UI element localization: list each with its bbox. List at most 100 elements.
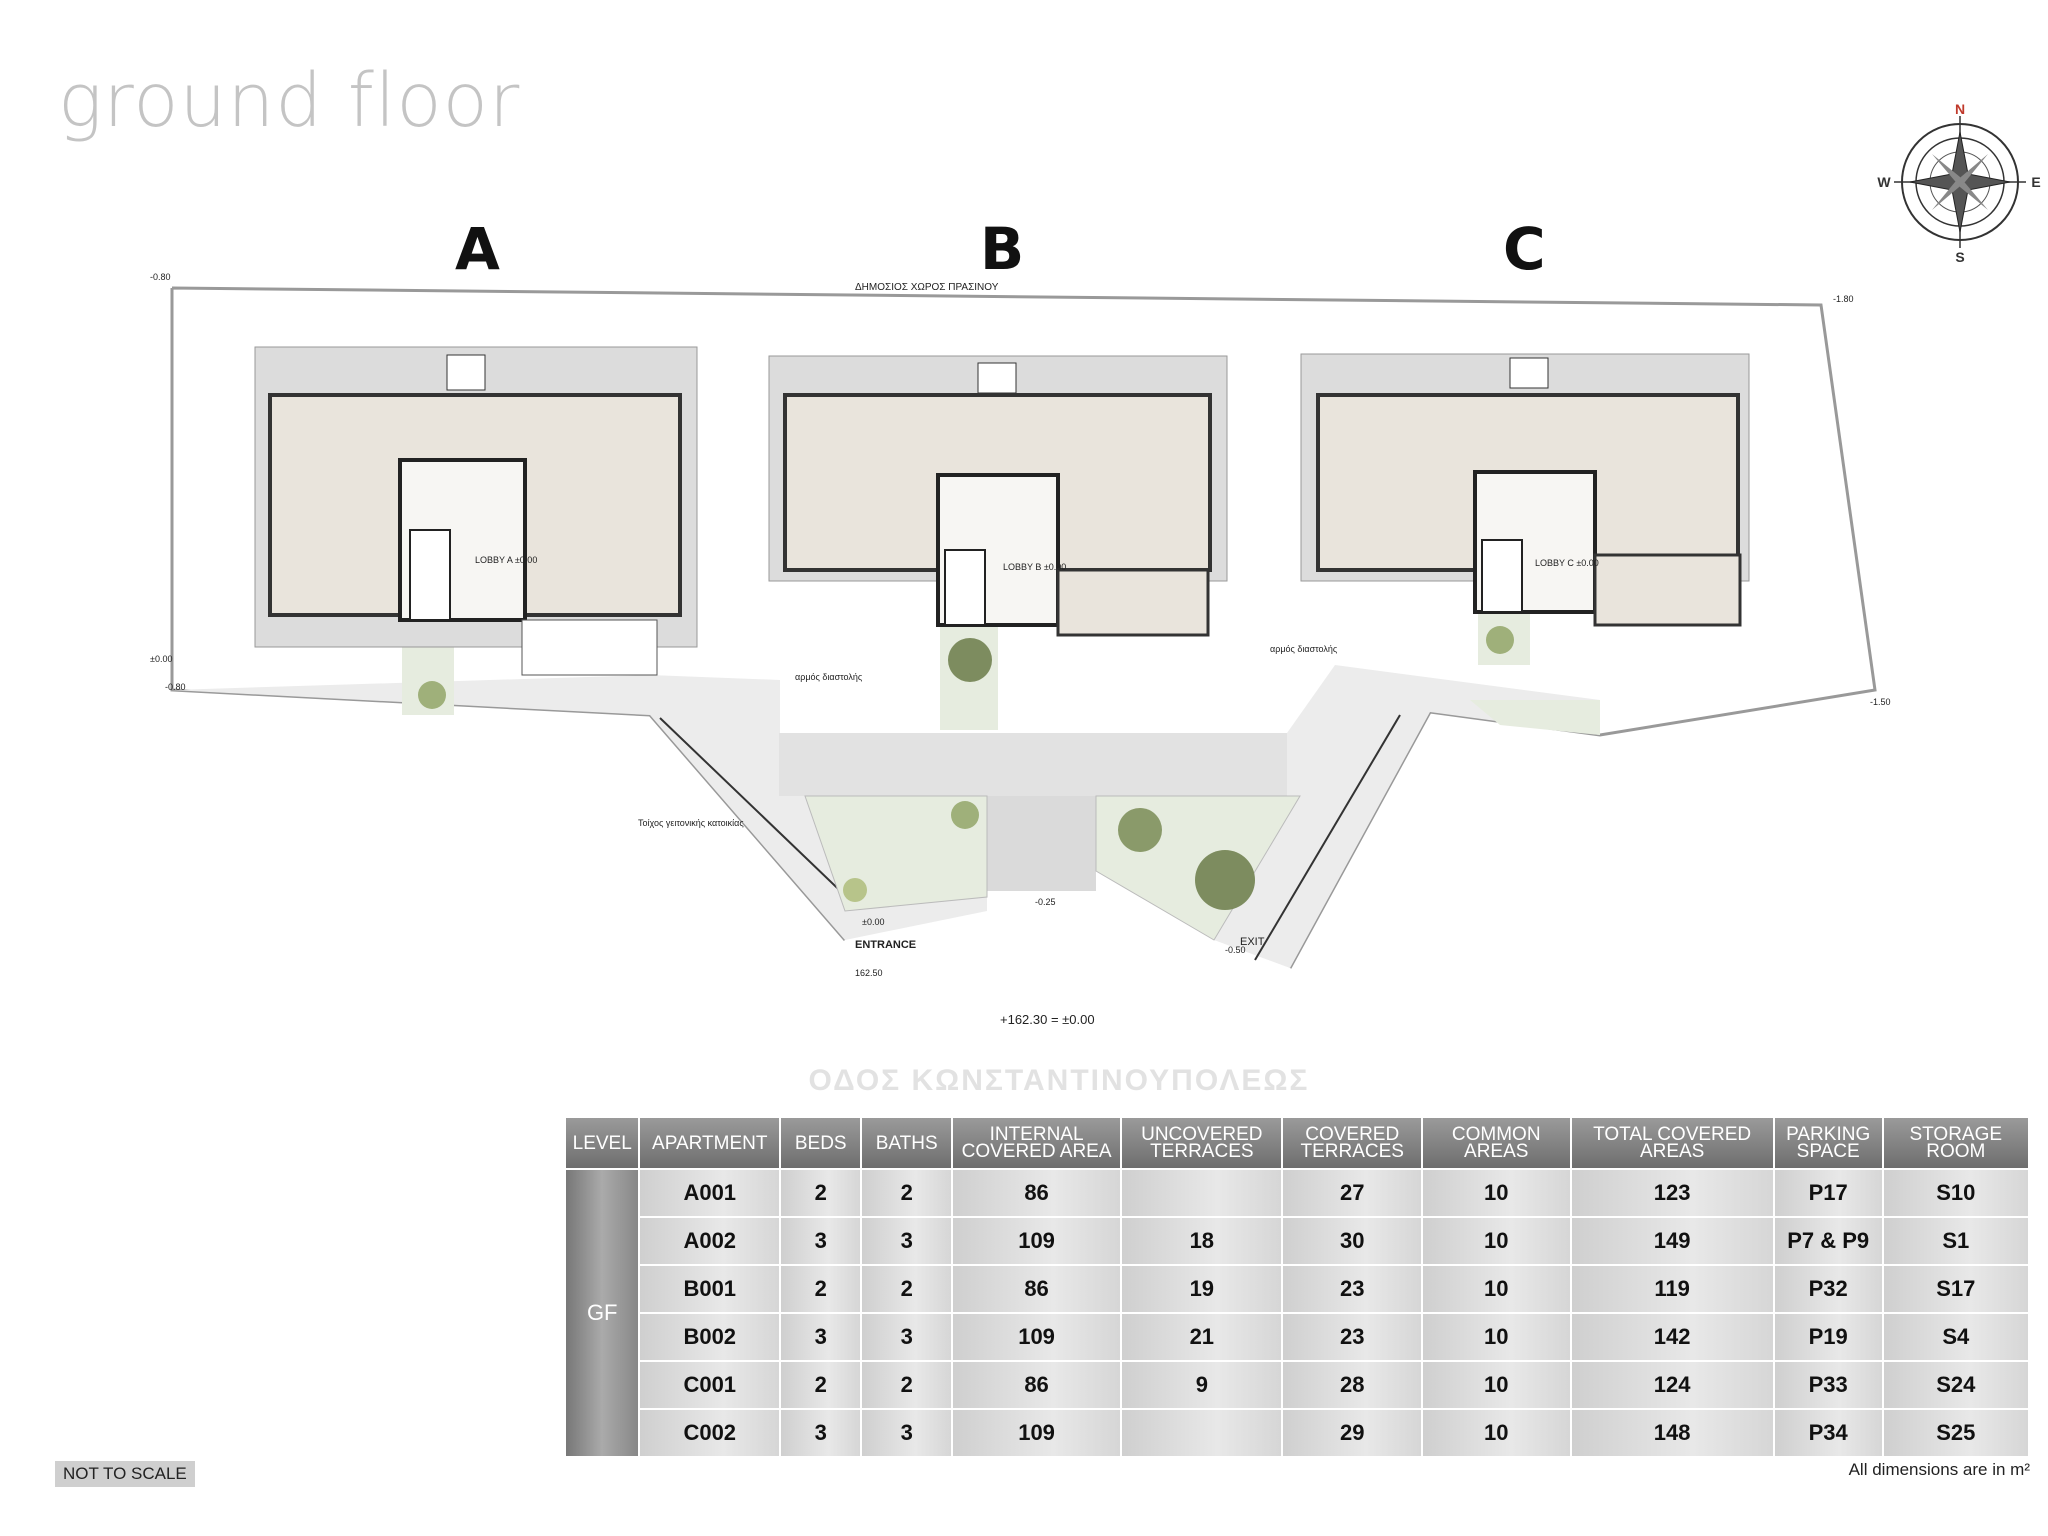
table-cell: 21 <box>1120 1312 1284 1362</box>
table-cell: 2 <box>779 1264 863 1314</box>
table-cell: 3 <box>860 1408 953 1458</box>
table-cell: 2 <box>779 1168 863 1218</box>
table-cell: 27 <box>1281 1168 1423 1218</box>
compass-icon: N S W E <box>1877 101 2040 265</box>
table-cell: S17 <box>1881 1264 2031 1314</box>
table-cell: P7 & P9 <box>1772 1216 1884 1266</box>
table-cell: 10 <box>1420 1264 1572 1314</box>
units-note: All dimensions are in m² <box>1848 1460 2030 1479</box>
table-cell: P32 <box>1772 1264 1884 1314</box>
table-cell: 30 <box>1281 1216 1423 1266</box>
svg-text:-0.50: -0.50 <box>1225 945 1246 955</box>
table-cell: S24 <box>1881 1360 2031 1410</box>
table-cell: S4 <box>1881 1312 2031 1362</box>
building-a-plan <box>254 346 698 676</box>
column-header: STORAGE ROOM <box>1881 1118 2031 1170</box>
table-cell: C002 <box>638 1408 782 1458</box>
svg-text:-0.25: -0.25 <box>1035 897 1056 907</box>
table-cell: P17 <box>1772 1168 1884 1218</box>
driveway <box>987 796 1096 891</box>
svg-text:-1.80: -1.80 <box>1833 294 1854 304</box>
table-cell: 2 <box>779 1360 863 1410</box>
column-header: TOTAL COVERED AREAS <box>1569 1118 1775 1170</box>
svg-text:S: S <box>1955 249 1964 265</box>
table-cell: 86 <box>950 1360 1123 1410</box>
table-cell: 3 <box>860 1216 953 1266</box>
table-cell: 3 <box>779 1408 863 1458</box>
svg-text:-1.50: -1.50 <box>1870 697 1891 707</box>
table-cell: 10 <box>1420 1360 1572 1410</box>
table-cell: 2 <box>860 1264 953 1314</box>
table-cell: P34 <box>1772 1408 1884 1458</box>
table-cell: B001 <box>638 1264 782 1314</box>
table-cell: B002 <box>638 1312 782 1362</box>
table-cell: 23 <box>1281 1264 1423 1314</box>
svg-text:-0.80: -0.80 <box>150 272 171 282</box>
table-cell: P33 <box>1772 1360 1884 1410</box>
table-cell: 9 <box>1120 1360 1284 1410</box>
table-cell: 149 <box>1569 1216 1775 1266</box>
column-header: PARKING SPACE <box>1772 1118 1884 1170</box>
table-cell: 109 <box>950 1408 1123 1458</box>
table-cell: 142 <box>1569 1312 1775 1362</box>
svg-text:±0.00: ±0.00 <box>862 917 884 927</box>
street-name: ΟΔΟΣ ΚΩΝΣΤΑΝΤΙΝΟΥΠΟΛΕΩΣ <box>808 1064 1310 1097</box>
table-cell: 123 <box>1569 1168 1775 1218</box>
level-cell: GF <box>563 1168 641 1458</box>
column-header: LEVEL <box>563 1118 641 1170</box>
table-cell: C001 <box>638 1360 782 1410</box>
building-label-a: A <box>455 215 500 283</box>
svg-text:+162.30 = ±0.00: +162.30 = ±0.00 <box>1000 1012 1095 1027</box>
building-label-c: C <box>1503 215 1546 283</box>
table-cell: S25 <box>1881 1408 2031 1458</box>
svg-text:162.50: 162.50 <box>855 968 883 978</box>
table-cell: S1 <box>1881 1216 2031 1266</box>
svg-text:-0.80: -0.80 <box>165 682 186 692</box>
table-cell: 148 <box>1569 1408 1775 1458</box>
table-cell: 23 <box>1281 1312 1423 1362</box>
table-cell: 119 <box>1569 1264 1775 1314</box>
column-header: INTERNAL COVERED AREA <box>950 1118 1123 1170</box>
table-cell: A002 <box>638 1216 782 1266</box>
table-cell: 3 <box>779 1216 863 1266</box>
svg-text:Τοίχος γειτονικής κατοικίας: Τοίχος γειτονικής κατοικίας <box>638 818 744 828</box>
table-cell: 10 <box>1420 1216 1572 1266</box>
svg-text:LOBBY A ±0.00: LOBBY A ±0.00 <box>475 555 537 565</box>
table-cell: 86 <box>950 1168 1123 1218</box>
svg-text:W: W <box>1877 174 1891 190</box>
svg-text:αρμός διαστολής: αρμός διαστολής <box>795 672 863 682</box>
svg-text:E: E <box>2031 174 2040 190</box>
column-header: APARTMENT <box>638 1118 782 1170</box>
building-label-b: B <box>980 215 1025 283</box>
table-cell: 109 <box>950 1312 1123 1362</box>
table-cell: 19 <box>1120 1264 1284 1314</box>
svg-text:EXIT: EXIT <box>1240 936 1265 948</box>
table-cell: 86 <box>950 1264 1123 1314</box>
svg-text:αρμός διαστολής: αρμός διαστολής <box>1270 644 1338 654</box>
table-cell: 28 <box>1281 1360 1423 1410</box>
table-cell: 10 <box>1420 1408 1572 1458</box>
table-cell: 2 <box>860 1168 953 1218</box>
table-cell: S10 <box>1881 1168 2031 1218</box>
table-cell <box>1120 1408 1284 1458</box>
svg-text:ENTRANCE: ENTRANCE <box>855 939 916 951</box>
building-c-plan <box>1300 353 1750 627</box>
table-cell: 3 <box>779 1312 863 1362</box>
table-cell: 10 <box>1420 1312 1572 1362</box>
table-cell: A001 <box>638 1168 782 1218</box>
svg-text:LOBBY C ±0.00: LOBBY C ±0.00 <box>1535 558 1599 568</box>
page-title: ground floor <box>58 58 521 144</box>
table-cell: P19 <box>1772 1312 1884 1362</box>
column-header: UNCOVERED TERRACES <box>1120 1118 1284 1170</box>
table-cell: 2 <box>860 1360 953 1410</box>
table-cell: 18 <box>1120 1216 1284 1266</box>
